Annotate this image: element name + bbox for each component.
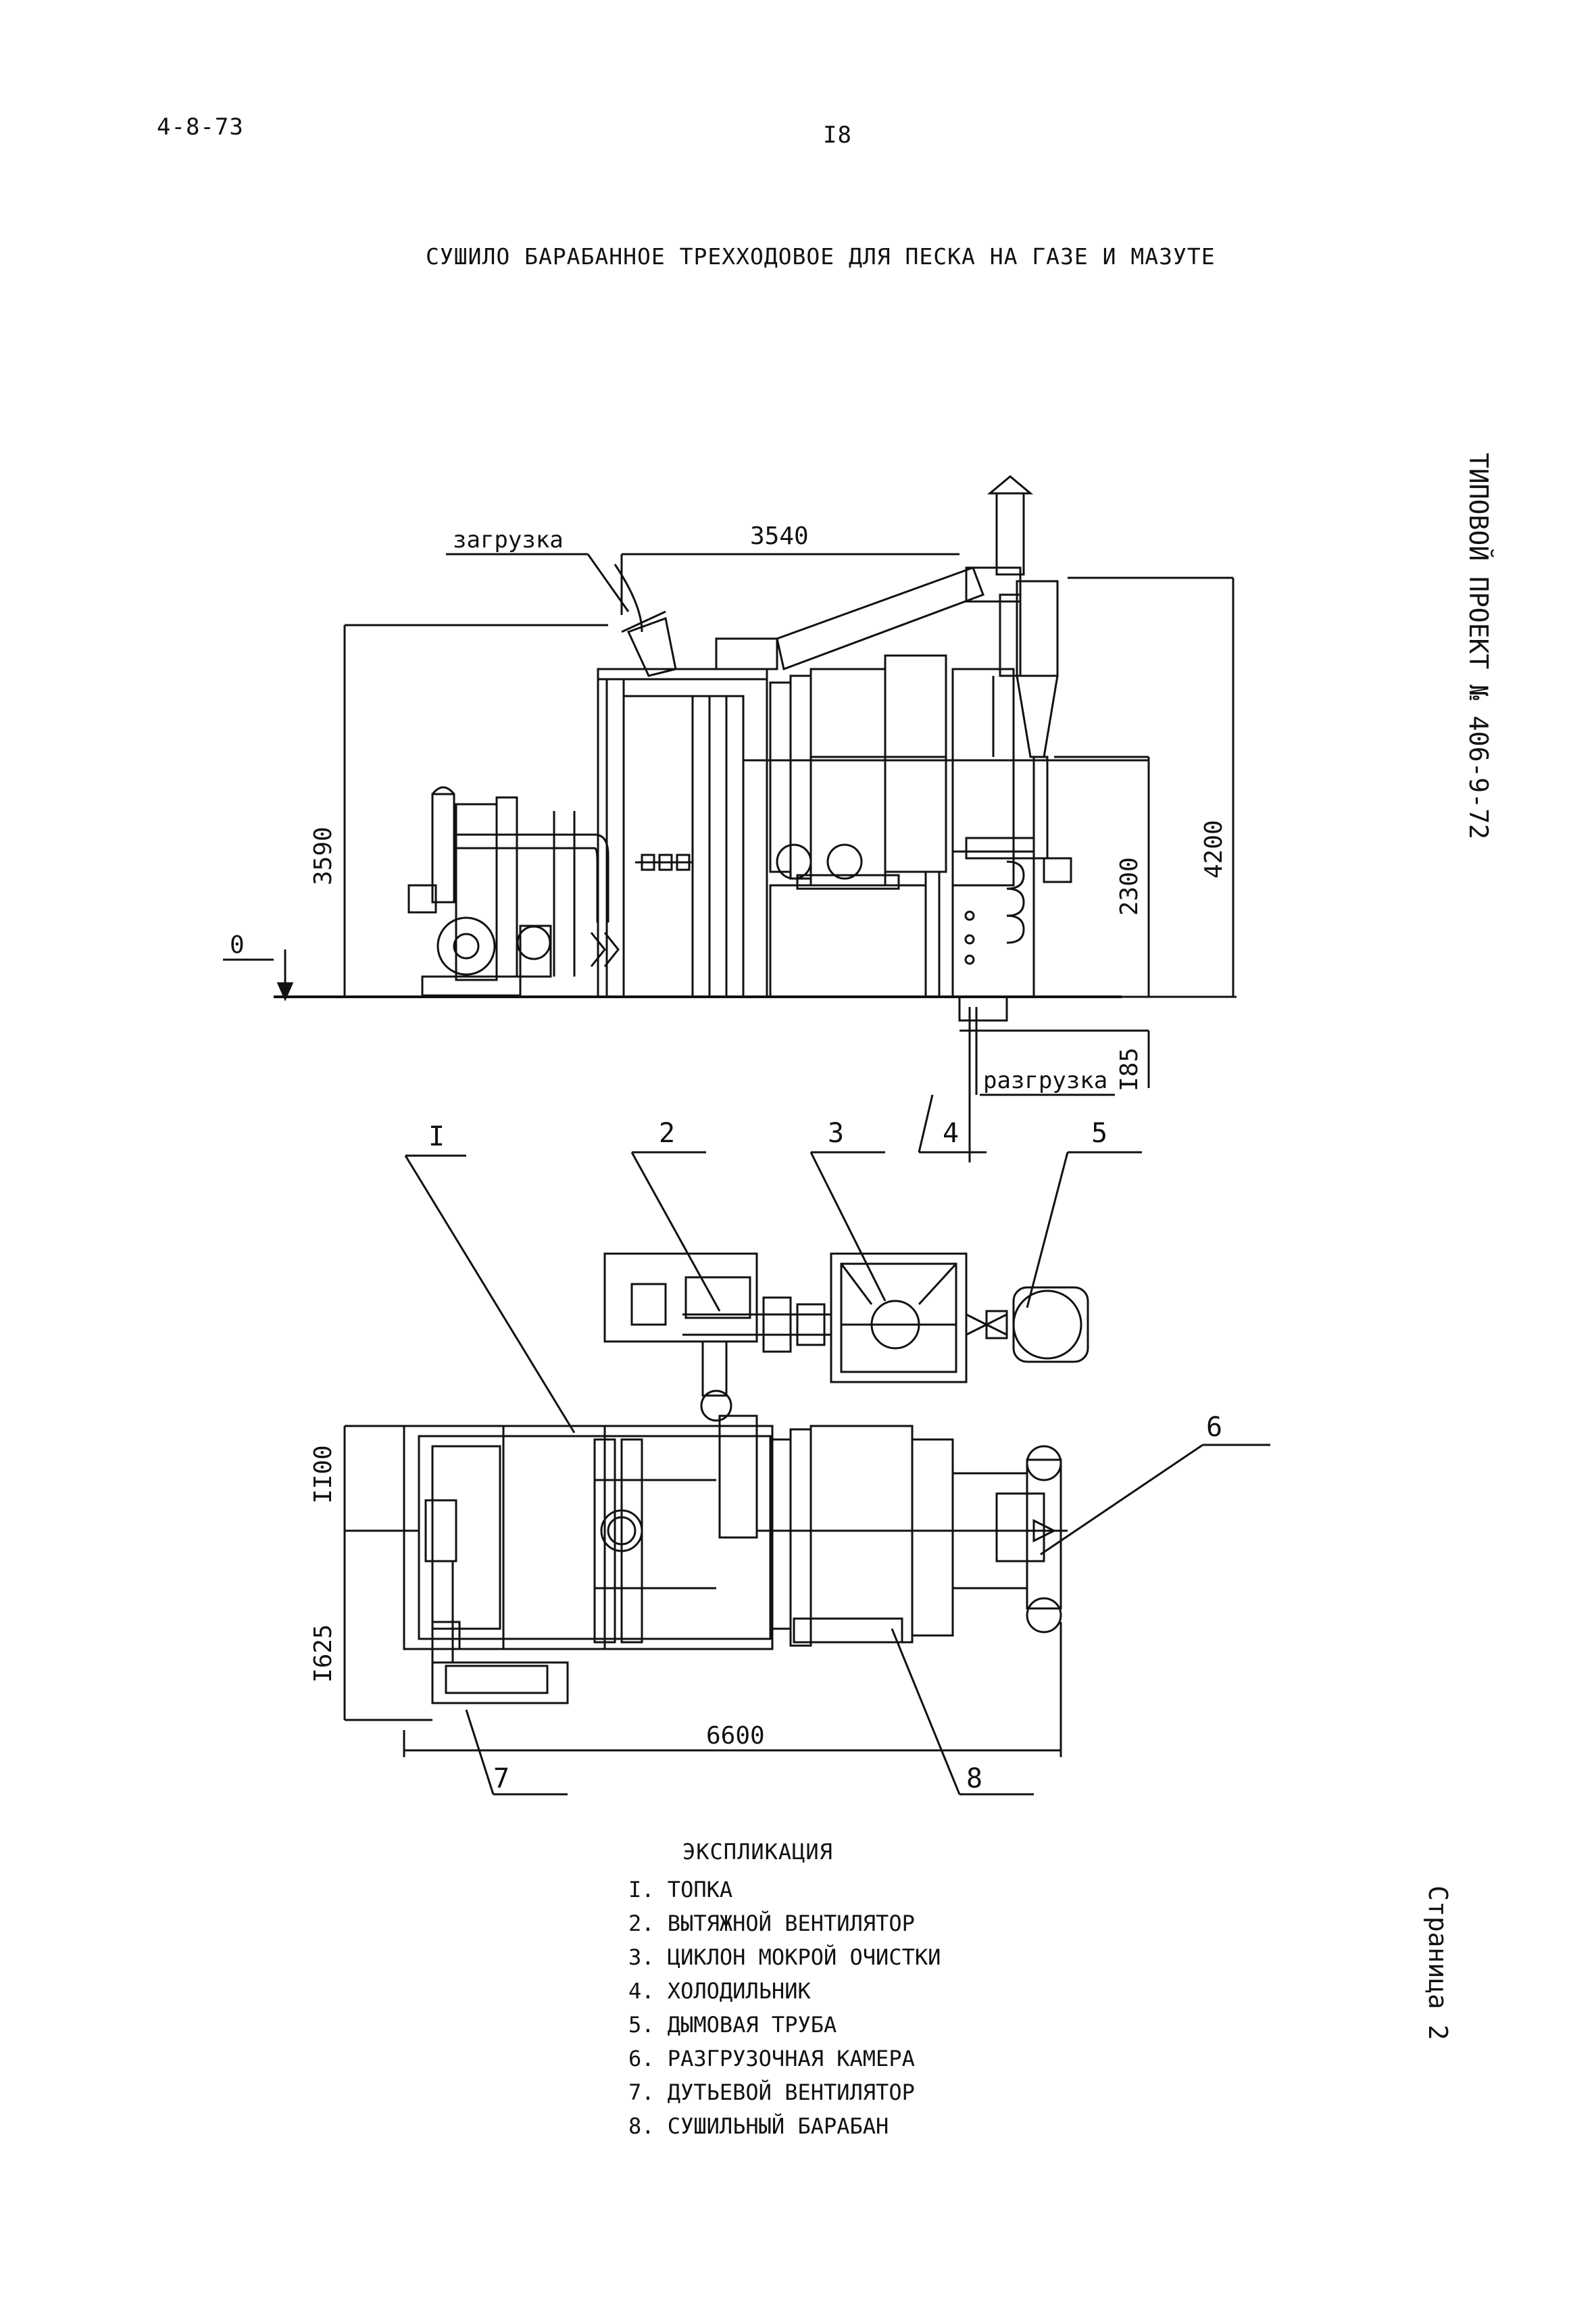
dim-185: I85 xyxy=(1116,1048,1143,1091)
callout-4: 4 xyxy=(943,1118,959,1149)
dim-1100: II00 xyxy=(309,1445,337,1504)
dim-2300: 2300 xyxy=(1116,857,1143,916)
legend-item: 4. ХОЛОДИЛЬНИК xyxy=(628,1978,811,2004)
callout-8: 8 xyxy=(966,1763,982,1794)
callout-2: 2 xyxy=(659,1118,675,1149)
zero-level-label: 0 xyxy=(230,931,245,959)
callout-3: 3 xyxy=(828,1118,844,1149)
legend-item: I. ТОПКА xyxy=(628,1877,733,1902)
legend-title: ЭКСПЛИКАЦИЯ xyxy=(682,1839,833,1865)
dim-3590: 3590 xyxy=(309,827,337,885)
document-code: 4-8-73 xyxy=(157,114,244,141)
callout-1: I xyxy=(428,1121,445,1152)
legend-item: 8. СУШИЛЬНЫЙ БАРАБАН xyxy=(628,2113,889,2139)
elevation-view: 0 3590 з xyxy=(223,475,1237,1162)
legend-item: 7. ДУТЬЕВОЙ ВЕНТИЛЯТОР xyxy=(628,2079,915,2105)
dim-4200: 4200 xyxy=(1200,820,1228,879)
legend-item: 5. ДЫМОВАЯ ТРУБА xyxy=(628,2012,837,2038)
load-label: загрузка xyxy=(453,526,564,553)
explication-legend: ЭКСПЛИКАЦИЯ I. ТОПКА 2. ВЫТЯЖНОЙ ВЕНТИЛЯ… xyxy=(628,1835,941,2143)
legend-item: 2. ВЫТЯЖНОЙ ВЕНТИЛЯТОР xyxy=(628,1911,915,1936)
callout-7: 7 xyxy=(493,1763,509,1794)
dim-6600: 6600 xyxy=(706,1722,765,1750)
page-number: I8 xyxy=(823,122,852,149)
drawing-title: СУШИЛО БАРАБАННОЕ ТРЕХХОДОВОЕ ДЛЯ ПЕСКА … xyxy=(426,243,1216,270)
dim-3540: 3540 xyxy=(750,522,809,550)
callout-6: 6 xyxy=(1206,1412,1222,1443)
legend-item: 3. ЦИКЛОН МОКРОЙ ОЧИСТКИ xyxy=(628,1944,941,1970)
callout-5: 5 xyxy=(1091,1118,1107,1149)
plan-view: I 2 3 4 5 6 7 8 xyxy=(309,1094,1270,1796)
legend-item: 6. РАЗГРУЗОЧНАЯ КАМЕРА xyxy=(628,2046,915,2071)
dim-1625: I625 xyxy=(309,1624,337,1683)
unload-label: разгрузка xyxy=(983,1067,1107,1094)
